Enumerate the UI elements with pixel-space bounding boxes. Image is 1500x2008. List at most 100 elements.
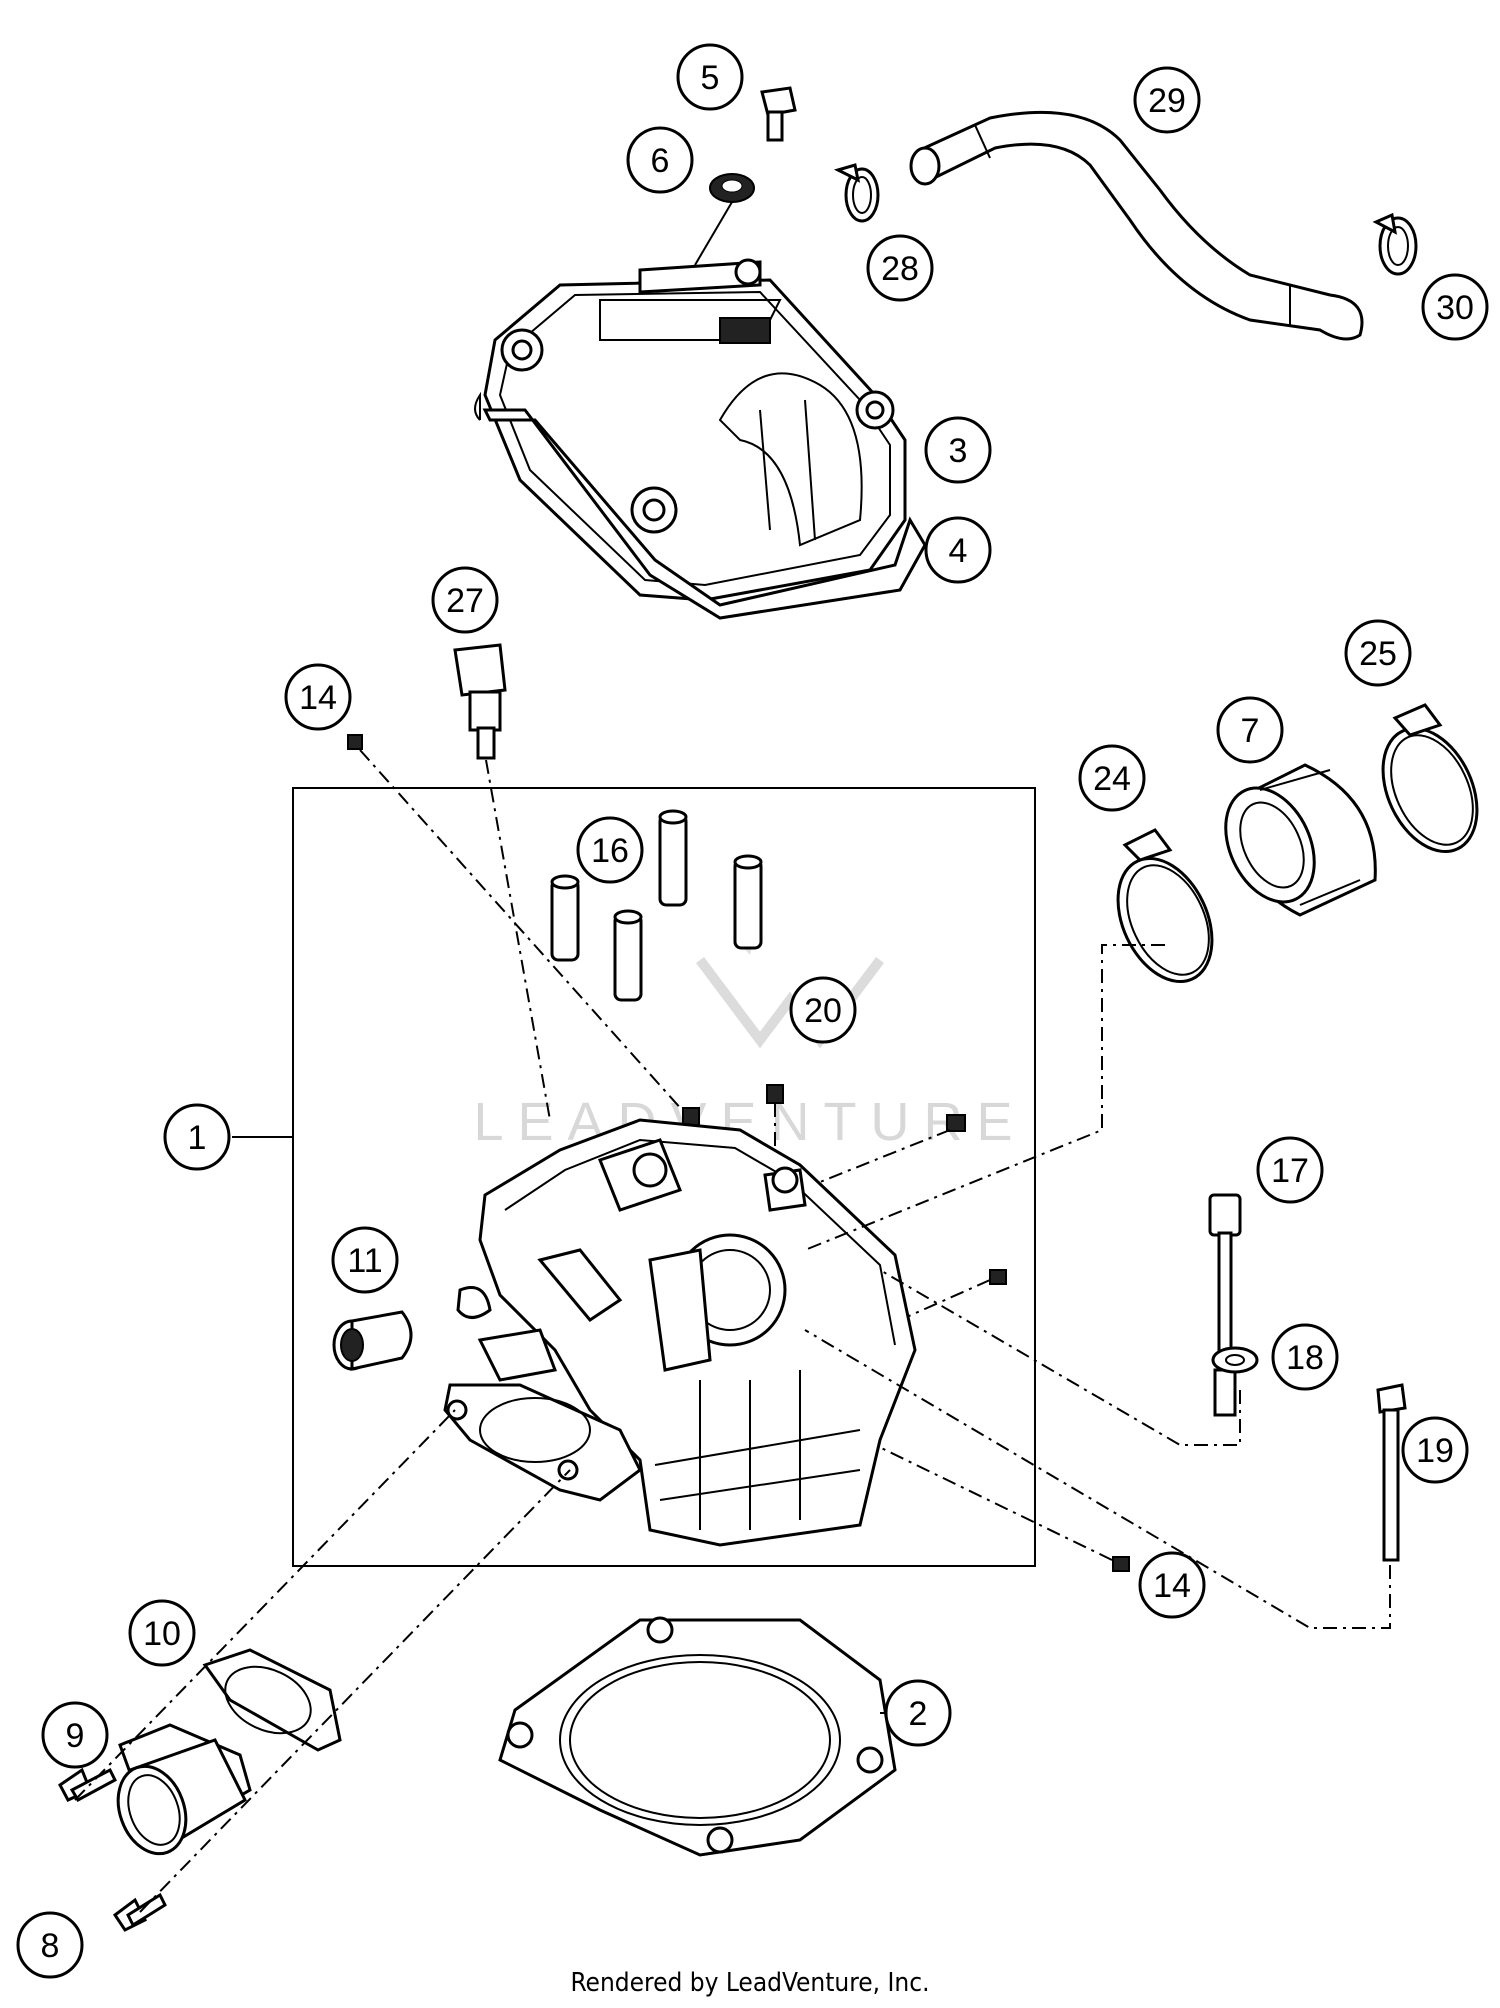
callout-label: 18 bbox=[1286, 1339, 1324, 1377]
head-bolt-washer bbox=[1211, 1346, 1259, 1374]
exhaust-port bbox=[443, 1286, 642, 1502]
exhaust-stud-upper bbox=[58, 1767, 117, 1803]
callout-circle bbox=[331, 1226, 399, 1294]
callout-c11: 11 bbox=[331, 1226, 399, 1294]
callout-c14b: 14 bbox=[1138, 1551, 1206, 1619]
callout-circle bbox=[128, 1599, 196, 1667]
plug-screw-14-bottom bbox=[1112, 1556, 1130, 1572]
callout-circle bbox=[1133, 66, 1201, 134]
callout-c2: 2 bbox=[884, 1679, 952, 1747]
intake-rubber-boot bbox=[1224, 763, 1377, 917]
callout-c1: 1 bbox=[163, 1103, 231, 1171]
callout-label: 17 bbox=[1271, 1152, 1309, 1190]
cam-bearing-bushing bbox=[332, 1310, 413, 1371]
intake-clamp-25 bbox=[1381, 703, 1479, 854]
callout-c16: 16 bbox=[576, 816, 644, 884]
callout-label: 14 bbox=[299, 679, 337, 717]
callout-label: 7 bbox=[1241, 712, 1260, 750]
callout-c9: 9 bbox=[41, 1701, 109, 1769]
callout-circle bbox=[1344, 619, 1412, 687]
callout-circle bbox=[431, 566, 499, 634]
temperature-sensor bbox=[453, 643, 551, 1121]
callout-label: 5 bbox=[701, 59, 720, 97]
valve-cover bbox=[483, 258, 907, 602]
callout-label: 27 bbox=[446, 582, 484, 620]
callout-circle bbox=[163, 1103, 231, 1171]
callout-c19: 19 bbox=[1401, 1416, 1469, 1484]
intake-clamp-24 bbox=[1116, 828, 1214, 984]
callout-circle bbox=[41, 1701, 109, 1769]
callout-circle bbox=[924, 416, 992, 484]
callout-circle bbox=[1401, 1416, 1469, 1484]
callout-circle bbox=[1271, 1323, 1339, 1391]
callout-c25: 25 bbox=[1344, 619, 1412, 687]
callout-label: 14 bbox=[1153, 1567, 1191, 1605]
callout-label: 4 bbox=[949, 532, 968, 570]
callout-c30: 30 bbox=[1421, 273, 1489, 341]
cover-bolt bbox=[760, 86, 797, 142]
callout-circle bbox=[1216, 696, 1284, 764]
callout-circle bbox=[576, 816, 644, 884]
callout-label: 9 bbox=[66, 1717, 85, 1755]
callout-circle bbox=[789, 976, 857, 1044]
footer-credit: Rendered by LeadVenture, Inc. bbox=[570, 1968, 930, 1998]
callout-label: 8 bbox=[41, 1927, 60, 1965]
plug-screw-20 bbox=[766, 1084, 784, 1104]
exhaust-stud-lower bbox=[112, 1892, 167, 1932]
exhaust-flange bbox=[116, 1723, 252, 1856]
callout-c5: 5 bbox=[676, 43, 744, 111]
callout-c27: 27 bbox=[431, 566, 499, 634]
callout-label: 16 bbox=[591, 832, 629, 870]
callout-circle bbox=[626, 126, 694, 194]
callout-c28: 28 bbox=[866, 234, 934, 302]
hose-clamp-30 bbox=[1372, 212, 1418, 276]
callout-label: 28 bbox=[881, 250, 919, 288]
callout-label: 11 bbox=[347, 1242, 382, 1280]
plug-screw-top bbox=[347, 734, 363, 750]
cylinder-head bbox=[478, 1118, 917, 1547]
head-bolt-short bbox=[1376, 1383, 1407, 1562]
callout-circle bbox=[924, 516, 992, 584]
callout-c29: 29 bbox=[1133, 66, 1201, 134]
valve-cover-gasket bbox=[482, 408, 927, 620]
callout-label: 29 bbox=[1148, 82, 1186, 120]
callout-circle bbox=[1078, 744, 1146, 812]
callout-label: 3 bbox=[949, 432, 968, 470]
plug-screw-c bbox=[989, 1269, 1007, 1285]
hose-clamp-28 bbox=[833, 163, 880, 223]
cylinder-head-gasket bbox=[498, 1616, 897, 1857]
callout-circle bbox=[1256, 1136, 1324, 1204]
callout-circle bbox=[16, 1911, 84, 1979]
callout-c8: 8 bbox=[16, 1911, 84, 1979]
callout-label: 2 bbox=[909, 1695, 928, 1733]
callout-label: 20 bbox=[804, 992, 842, 1030]
callout-c6: 6 bbox=[626, 126, 694, 194]
callout-circle bbox=[676, 43, 744, 111]
head-bolt-long bbox=[1208, 1193, 1242, 1417]
assembly-frame bbox=[292, 787, 1036, 1567]
exhaust-flange-gasket bbox=[202, 1648, 342, 1752]
callout-circle bbox=[1421, 273, 1489, 341]
callout-label: 24 bbox=[1093, 760, 1131, 798]
callout-label: 6 bbox=[651, 142, 670, 180]
callout-label: 30 bbox=[1436, 289, 1474, 327]
callout-label: 19 bbox=[1416, 1432, 1454, 1470]
valve-guides bbox=[550, 809, 763, 1002]
callout-c10: 10 bbox=[128, 1599, 196, 1667]
callout-c14a: 14 bbox=[284, 663, 352, 731]
callout-c7: 7 bbox=[1216, 696, 1284, 764]
breather-hose bbox=[909, 110, 1364, 341]
callout-label: 10 bbox=[143, 1615, 181, 1653]
callout-circle bbox=[284, 663, 352, 731]
callout-label: 1 bbox=[188, 1119, 207, 1157]
callout-c24: 24 bbox=[1078, 744, 1146, 812]
callout-c3: 3 bbox=[924, 416, 992, 484]
plug-screw-b bbox=[946, 1114, 966, 1132]
callout-circle bbox=[884, 1679, 952, 1747]
callout-label: 25 bbox=[1359, 635, 1397, 673]
callout-c17: 17 bbox=[1256, 1136, 1324, 1204]
callout-c4: 4 bbox=[924, 516, 992, 584]
callout-c20: 20 bbox=[789, 976, 857, 1044]
callout-circle bbox=[1138, 1551, 1206, 1619]
